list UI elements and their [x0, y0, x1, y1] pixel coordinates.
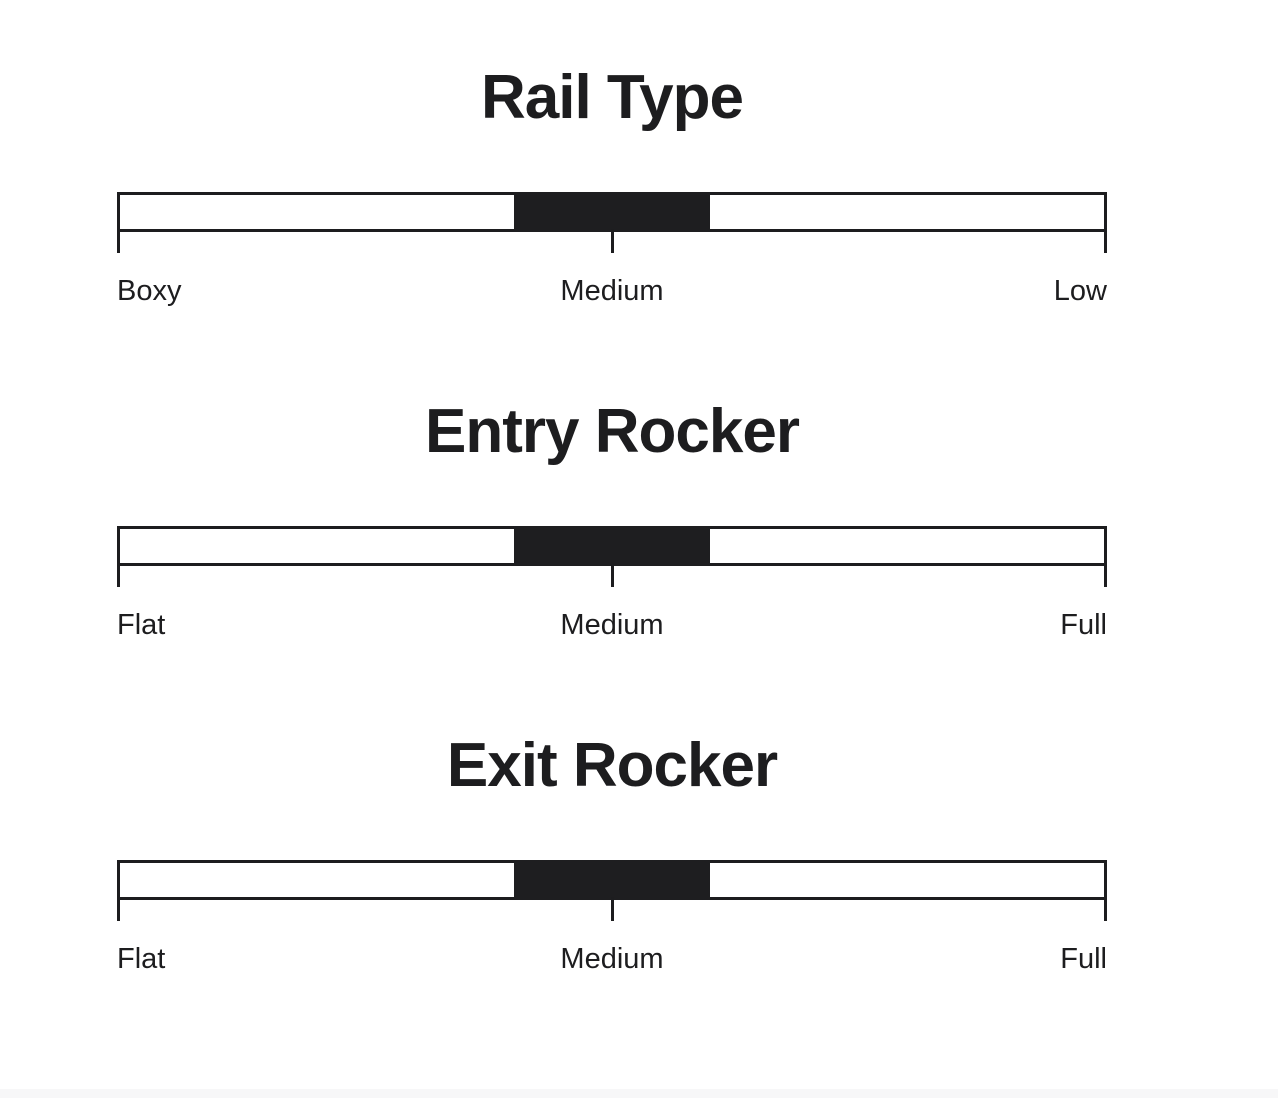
slider-panel: Rail Type Boxy Medium Low Entry Rocker — [117, 0, 1107, 974]
slider-label-center: Medium — [560, 609, 664, 641]
slider-label-center: Medium — [560, 275, 664, 307]
slider-label-left: Flat — [117, 609, 166, 641]
slider-label-right: Full — [1060, 943, 1107, 975]
slider-label-left: Boxy — [117, 275, 182, 307]
slider-labels: Boxy Medium Low — [117, 276, 1107, 306]
section-title: Entry Rocker — [425, 397, 800, 466]
slider-label-right: Full — [1060, 609, 1107, 641]
tick-left-mark — [117, 897, 120, 921]
section-exit-rocker: Exit Rocker Flat Medium Full — [117, 734, 1107, 974]
tick-right-mark — [1104, 563, 1107, 587]
tick-right-mark — [1104, 897, 1107, 921]
section-rail-type: Rail Type Boxy Medium Low — [117, 66, 1107, 306]
slider-track[interactable] — [117, 526, 1107, 587]
tick-right-mark — [1104, 229, 1107, 253]
section-title: Exit Rocker — [446, 731, 778, 800]
slider-track[interactable] — [117, 860, 1107, 921]
section-title: Rail Type — [480, 63, 744, 132]
tick-center-mark — [611, 563, 614, 587]
section-entry-rocker: Entry Rocker Flat Medium Full — [117, 400, 1107, 640]
slider-fill — [513, 192, 711, 232]
slider-label-right: Low — [1053, 275, 1107, 307]
slider-fill — [513, 526, 711, 566]
slider-label-left: Flat — [117, 943, 166, 975]
slider-fill — [513, 860, 711, 900]
tick-left-mark — [117, 563, 120, 587]
footer-strip — [0, 1089, 1278, 1098]
tick-center-mark — [611, 897, 614, 921]
slider-track[interactable] — [117, 192, 1107, 253]
slider-labels: Flat Medium Full — [117, 944, 1107, 974]
tick-left-mark — [117, 229, 120, 253]
tick-center-mark — [611, 229, 614, 253]
slider-labels: Flat Medium Full — [117, 610, 1107, 640]
slider-label-center: Medium — [560, 943, 664, 975]
